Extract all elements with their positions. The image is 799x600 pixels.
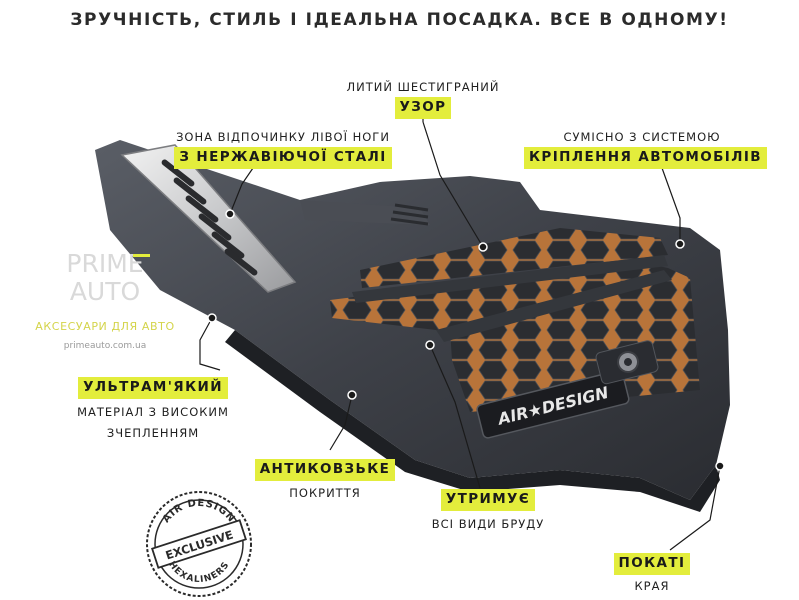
brand-website: primeauto.com.ua: [63, 341, 147, 351]
feature-sloped-edges: ПОКАТІ КРАЯ: [612, 552, 692, 595]
svg-text:AUTO: AUTO: [70, 277, 140, 304]
feature-antislip: АНТИКОВЗЬКЕ ПОКРИТТЯ: [250, 458, 400, 502]
feature-ultrasoft: УЛЬТРАМ'ЯКИЙ МАТЕРІАЛ З ВИСОКИМ ЗЧЕПЛЕНН…: [58, 376, 248, 442]
feature-sloped-edges-text: КРАЯ: [634, 579, 670, 593]
footrest-ribs: [161, 159, 258, 276]
exclusive-badge: AIR DESIGN EXCLUSIVE HEXALINERS: [146, 491, 252, 597]
feature-pattern-highlight: УЗОР: [394, 97, 452, 119]
feature-holds-dirt: УТРИМУЄ ВСІ ВИДИ БРУДУ: [418, 488, 558, 533]
feature-ultrasoft-text-2: ЗЧЕПЛЕННЯМ: [106, 426, 200, 440]
feature-ultrasoft-highlight: УЛЬТРАМ'ЯКИЙ: [78, 377, 228, 399]
page-headline: ЗРУЧНІСТЬ, СТИЛЬ І ІДЕАЛЬНА ПОСАДКА. ВСЕ…: [70, 10, 729, 30]
feature-mounting-highlight: КРІПЛЕННЯ АВТОМОБІЛІВ: [524, 147, 767, 169]
feature-ultrasoft-text-1: МАТЕРІАЛ З ВИСОКИМ: [77, 405, 229, 419]
feature-pattern-text: ЛИТИЙ ШЕСТИГРАНИЙ: [346, 80, 500, 94]
feature-footrest-text: ЗОНА ВІДПОЧИНКУ ЛІВОЇ НОГИ: [176, 130, 390, 144]
prime-auto-logo: PRIME AUTO: [66, 249, 150, 304]
feature-sloped-edges-highlight: ПОКАТІ: [613, 553, 691, 575]
feature-footrest-highlight: З НЕРЖАВІЮЧОЇ СТАЛІ: [174, 147, 392, 169]
feature-holds-dirt-highlight: УТРИМУЄ: [440, 489, 536, 511]
hex-zone-top: [360, 228, 668, 288]
feature-mounting-text: СУМІСНО З СИСТЕМОЮ: [563, 130, 721, 144]
svg-text:PRIME: PRIME: [66, 249, 143, 278]
feature-holds-dirt-text: ВСІ ВИДИ БРУДУ: [431, 517, 545, 531]
svg-text:AIR DESIGN: AIR DESIGN: [161, 498, 237, 525]
brand-tagline: АКСЕСУАРИ ДЛЯ АВТО: [35, 320, 175, 333]
brand-block: PRIME AUTO АКСЕСУАРИ ДЛЯ АВТО primeauto.…: [20, 248, 190, 351]
feature-antislip-highlight: АНТИКОВЗЬКЕ: [254, 459, 396, 481]
feature-footrest: ЗОНА ВІДПОЧИНКУ ЛІВОЇ НОГИ З НЕРЖАВІЮЧОЇ…: [168, 128, 398, 169]
badge-top-text: AIR DESIGN: [161, 498, 236, 525]
feature-pattern: ЛИТИЙ ШЕСТИГРАНИЙ УЗОР: [325, 78, 521, 119]
hex-zone-middle: [330, 262, 668, 330]
mounting-clip: [595, 340, 659, 385]
feature-antislip-text: ПОКРИТТЯ: [289, 486, 361, 500]
feature-mounting: СУМІСНО З СИСТЕМОЮ КРІПЛЕННЯ АВТОМОБІЛІВ: [524, 128, 767, 169]
